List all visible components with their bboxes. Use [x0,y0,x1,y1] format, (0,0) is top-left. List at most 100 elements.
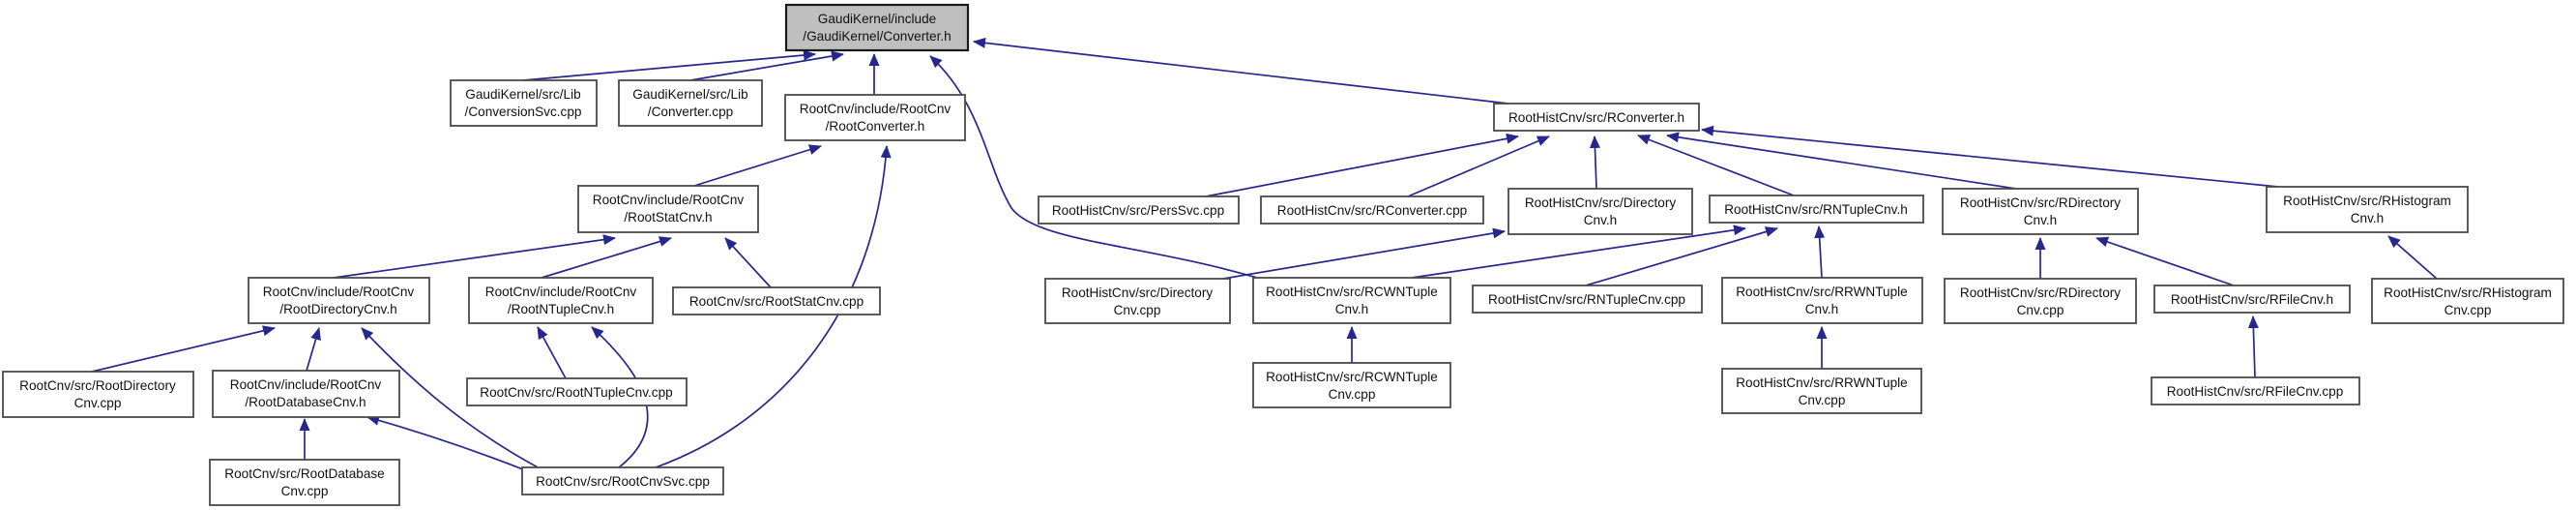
svg-text:RootHistCnv/src/RDirectory: RootHistCnv/src/RDirectory [1960,285,2121,300]
svg-text:/RootNTupleCnv.h: /RootNTupleCnv.h [508,302,614,316]
svg-text:Cnv.h: Cnv.h [2351,211,2385,225]
edge-directorycnv-cpp-to-directorycnv-h [1222,227,1506,280]
svg-text:RootCnv/include/RootCnv: RootCnv/include/RootCnv [485,285,637,299]
edge-converter-cpp-to-converter-h [689,50,844,81]
node-rcwntuplecnv-cpp[interactable]: RootHistCnv/src/RCWNTuple Cnv.cpp [1252,362,1451,408]
svg-text:RootHistCnv/src/PersSvc.cpp: RootHistCnv/src/PersSvc.cpp [1052,203,1224,218]
svg-text:Cnv.cpp: Cnv.cpp [1799,393,1846,407]
svg-text:Cnv.cpp: Cnv.cpp [74,396,122,410]
edge-rntuplecnv-h-to-rconverter-h [1637,135,1795,196]
edge-rootcnvsvc-cpp-to-rootdirectorycnv-h [361,327,541,469]
svg-text:/RootConverter.h: /RootConverter.h [826,119,925,134]
edge-rfilecnv-cpp-to-rfilecnv-h [2247,315,2259,378]
node-rootcnvsvc-cpp[interactable]: RootCnv/src/RootCnvSvc.cpp [521,466,724,495]
svg-text:RootHistCnv/src/RFileCnv.h: RootHistCnv/src/RFileCnv.h [2171,292,2333,307]
svg-text:Cnv.h: Cnv.h [1335,302,1369,316]
svg-text:RootCnv/src/RootDatabase: RootCnv/src/RootDatabase [224,466,384,481]
edge-rntuplecnv-cpp-to-rntuplecnv-h [1585,226,1778,286]
svg-text:RootHistCnv/src/RRWNTuple: RootHistCnv/src/RRWNTuple [1736,375,1908,390]
node-rootstatcnv-h[interactable]: RootCnv/include/RootCnv /RootStatCnv.h [577,185,759,233]
node-rdirectorycnv-h[interactable]: RootHistCnv/src/RDirectory Cnv.h [1942,188,2139,235]
edge-rootstatcnv-h-to-rootconverter-h [693,144,822,187]
edge-rootdatabasecnv-h-to-rootdirectorycnv-h [306,327,321,372]
edge-rfilecnv-h-to-rdirectorycnv-h [2095,236,2235,286]
svg-text:Cnv.h: Cnv.h [2024,213,2058,227]
svg-text:RootHistCnv/src/RCWNTuple: RootHistCnv/src/RCWNTuple [1266,370,1438,384]
edge-rconverter-h-to-converter-h [973,37,1509,105]
node-rcwntuplecnv-h[interactable]: RootHistCnv/src/RCWNTuple Cnv.h [1252,277,1451,324]
node-rootntuplecnv-cpp[interactable]: RootCnv/src/RootNTupleCnv.cpp [466,377,688,406]
svg-text:RootCnv/include/RootCnv: RootCnv/include/RootCnv [263,285,415,299]
svg-text:/RootDatabaseCnv.h: /RootDatabaseCnv.h [245,395,366,409]
edge-rootdirectorycnv-h-to-rootstatcnv-h [333,234,616,279]
node-rrwntuplecnv-h[interactable]: RootHistCnv/src/RRWNTuple Cnv.h [1721,277,1923,324]
svg-text:/Converter.cpp: /Converter.cpp [648,105,733,119]
edge-rcwntuplecnv-h-to-converter-h [929,55,1258,279]
edge-rootcnvsvc-cpp-to-rootconverter-h [655,145,892,468]
node-directorycnv-cpp[interactable]: RootHistCnv/src/Directory Cnv.cpp [1044,278,1231,324]
node-rrwntuplecnv-cpp[interactable]: RootHistCnv/src/RRWNTuple Cnv.cpp [1721,368,1922,414]
svg-text:Cnv.cpp: Cnv.cpp [281,484,329,498]
svg-text:/RootStatCnv.h: /RootStatCnv.h [624,210,712,225]
node-rconverter-cpp[interactable]: RootHistCnv/src/RConverter.cpp [1260,195,1484,225]
svg-text:RootCnv/src/RootCnvSvc.cpp: RootCnv/src/RootCnvSvc.cpp [536,474,710,489]
svg-text:RootCnv/src/RootDirectory: RootCnv/src/RootDirectory [19,378,176,393]
edge-rconverter-cpp-to-rconverter-h [1407,135,1550,197]
svg-text:RootHistCnv/src/RCWNTuple: RootHistCnv/src/RCWNTuple [1266,285,1438,299]
node-rootdirectorycnv-cpp[interactable]: RootCnv/src/RootDirectory Cnv.cpp [2,371,194,418]
svg-text:RootHistCnv/src/RDirectory: RootHistCnv/src/RDirectory [1960,195,2121,210]
node-rootstatcnv-cpp[interactable]: RootCnv/src/RootStatCnv.cpp [672,286,881,315]
svg-text:Cnv.cpp: Cnv.cpp [2444,303,2492,317]
node-rconverter-h[interactable]: RootHistCnv/src/RConverter.h [1493,103,1700,132]
svg-text:RootHistCnv/src/RFileCnv.cpp: RootHistCnv/src/RFileCnv.cpp [2167,384,2344,399]
node-rdirectorycnv-cpp[interactable]: RootHistCnv/src/RDirectory Cnv.cpp [1944,278,2137,324]
svg-text:/GaudiKernel/Converter.h: /GaudiKernel/Converter.h [803,29,951,44]
node-rntuplecnv-cpp[interactable]: RootHistCnv/src/RNTupleCnv.cpp [1472,285,1703,314]
svg-text:RootHistCnv/src/RConverter.cpp: RootHistCnv/src/RConverter.cpp [1277,203,1467,218]
edge-group [91,37,2438,472]
node-rhistogramcnv-cpp[interactable]: RootHistCnv/src/RHistogram Cnv.cpp [2371,278,2564,324]
node-rootdirectorycnv-h[interactable]: RootCnv/include/RootCnv /RootDirectoryCn… [248,277,430,324]
svg-text:RootHistCnv/src/RHistogram: RootHistCnv/src/RHistogram [2384,285,2552,300]
edge-rhistogramcnv-h-to-rconverter-h [1701,125,2279,188]
node-converter-cpp[interactable]: GaudiKernel/src/Lib /Converter.cpp [618,79,763,127]
svg-text:Cnv.cpp: Cnv.cpp [2017,303,2064,317]
node-rootconverter-h[interactable]: RootCnv/include/RootCnv /RootConverter.h [784,94,966,141]
edge-rhistogramcnv-cpp-to-rhistogramcnv-h [2387,235,2438,280]
svg-text:GaudiKernel/src/Lib: GaudiKernel/src/Lib [632,87,747,102]
svg-text:/ConversionSvc.cpp: /ConversionSvc.cpp [465,105,582,119]
edge-rootntuplecnv-h-to-rootstatcnv-h [541,236,672,279]
svg-text:Cnv.h: Cnv.h [1805,302,1839,316]
node-perssvc-cpp[interactable]: RootHistCnv/src/PersSvc.cpp [1038,195,1240,225]
edge-rrwntuplecnv-h-to-rntuplecnv-h [1814,225,1826,279]
node-directorycnv-h[interactable]: RootHistCnv/src/Directory Cnv.h [1508,188,1693,235]
node-rfilecnv-h[interactable]: RootHistCnv/src/RFileCnv.h [2153,285,2351,314]
svg-text:RootHistCnv/src/RNTupleCnv.cpp: RootHistCnv/src/RNTupleCnv.cpp [1488,292,1685,307]
edge-rootdirectorycnv-cpp-to-rootdirectorycnv-h [91,325,276,373]
svg-text:Cnv.cpp: Cnv.cpp [1114,303,1161,317]
node-gaudikernel-converter-h: GaudiKernel/include /GaudiKernel/Convert… [784,3,970,52]
edge-rootcnvsvc-cpp-to-rootdatabasecnv-h [366,414,529,472]
svg-text:Cnv.cpp: Cnv.cpp [1329,387,1376,402]
svg-text:RootCnv/src/RootStatCnv.cpp: RootCnv/src/RootStatCnv.cpp [689,294,864,309]
edge-conversionsvc-cpp-to-converter-h [522,49,816,81]
node-rootdatabasecnv-h[interactable]: RootCnv/include/RootCnv /RootDatabaseCnv… [212,370,400,418]
edge-directorycnv-h-to-rconverter-h [1589,135,1600,190]
node-conversionsvc-cpp[interactable]: GaudiKernel/src/Lib /ConversionSvc.cpp [450,79,598,127]
node-rootdatabasecnv-cpp[interactable]: RootCnv/src/RootDatabase Cnv.cpp [209,459,400,506]
svg-text:GaudiKernel/src/Lib: GaudiKernel/src/Lib [465,87,580,102]
edge-rcwntuplecnv-h-to-rntuplecnv-h [1411,225,1746,279]
svg-text:RootHistCnv/src/RConverter.h: RootHistCnv/src/RConverter.h [1508,110,1684,125]
node-rntuplecnv-h[interactable]: RootHistCnv/src/RNTupleCnv.h [1709,195,1924,224]
svg-text:Cnv.h: Cnv.h [1584,213,1618,227]
svg-text:RootHistCnv/src/Directory: RootHistCnv/src/Directory [1525,195,1677,210]
edge-rootstatcnv-cpp-to-rootstatcnv-h [724,237,772,288]
node-rhistogramcnv-h[interactable]: RootHistCnv/src/RHistogram Cnv.h [2266,186,2469,233]
node-rfilecnv-cpp[interactable]: RootHistCnv/src/RFileCnv.cpp [2151,376,2360,405]
node-rootntuplecnv-h[interactable]: RootCnv/include/RootCnv /RootNTupleCnv.h [468,277,654,324]
svg-text:RootHistCnv/src/RNTupleCnv.h: RootHistCnv/src/RNTupleCnv.h [1724,202,1908,217]
svg-text:RootCnv/include/RootCnv: RootCnv/include/RootCnv [593,193,745,207]
svg-text:RootCnv/include/RootCnv: RootCnv/include/RootCnv [800,102,951,116]
svg-text:RootHistCnv/src/Directory: RootHistCnv/src/Directory [1062,285,1214,300]
